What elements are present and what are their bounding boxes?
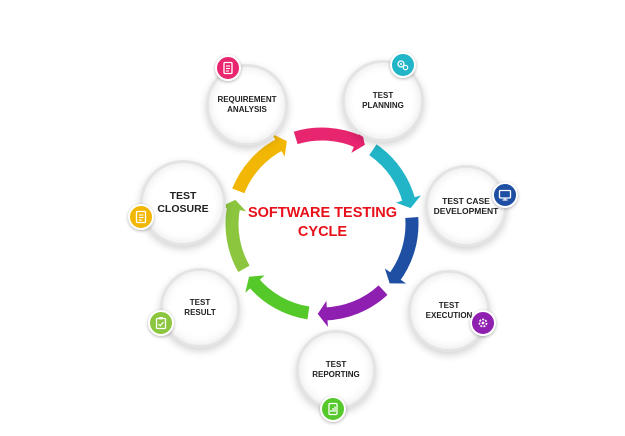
- gears-icon: [390, 52, 416, 78]
- stage-test-closure: TEST CLOSURE: [140, 160, 226, 246]
- checklist-icon: [128, 204, 154, 230]
- clipboard-icon: [148, 310, 174, 336]
- stage-test-reporting: TEST REPORTING: [296, 330, 376, 410]
- cycle-arrowhead: [317, 300, 328, 327]
- stage-label: TEST CASE DEVELOPMENT: [433, 195, 499, 216]
- stage-label: TEST REPORTING: [312, 360, 360, 379]
- monitor-icon: [492, 182, 518, 208]
- stage-label: TEST RESULT: [184, 298, 216, 317]
- center-title: SOFTWARE TESTING CYCLE: [247, 205, 398, 240]
- cycle-arc-segment: [323, 285, 388, 321]
- report-icon: [320, 396, 346, 422]
- cycle-arrowhead: [395, 195, 421, 209]
- stage-test-planning: TEST PLANNING: [342, 60, 424, 142]
- stage-test-case-development: TEST CASE DEVELOPMENT: [425, 165, 507, 247]
- stage-label: TEST PLANNING: [362, 91, 404, 110]
- stage-label: TEST CLOSURE: [157, 190, 209, 215]
- cycle-arc-segment: [225, 204, 250, 273]
- cycle-arrowhead: [220, 199, 247, 212]
- cycle-arc-segment: [293, 127, 362, 148]
- stage-test-result: TEST RESULT: [160, 268, 240, 348]
- cycle-arc-segment: [369, 144, 416, 204]
- stage-label: REQUIREMENT ANALYSIS: [217, 95, 277, 114]
- cycle-arrowhead: [384, 268, 407, 284]
- gear-icon: [470, 310, 496, 336]
- cycle-arc-segment: [232, 138, 285, 194]
- cycle-arrowhead: [272, 133, 287, 157]
- stage-label: TEST EXECUTION: [425, 301, 473, 320]
- stage-requirement-analysis: REQUIREMENT ANALYSIS: [206, 64, 288, 146]
- cycle-arc-segment: [388, 217, 419, 283]
- cycle-arc-segment: [247, 277, 310, 320]
- cycle-arrowhead: [245, 275, 265, 293]
- document-icon: [215, 55, 241, 81]
